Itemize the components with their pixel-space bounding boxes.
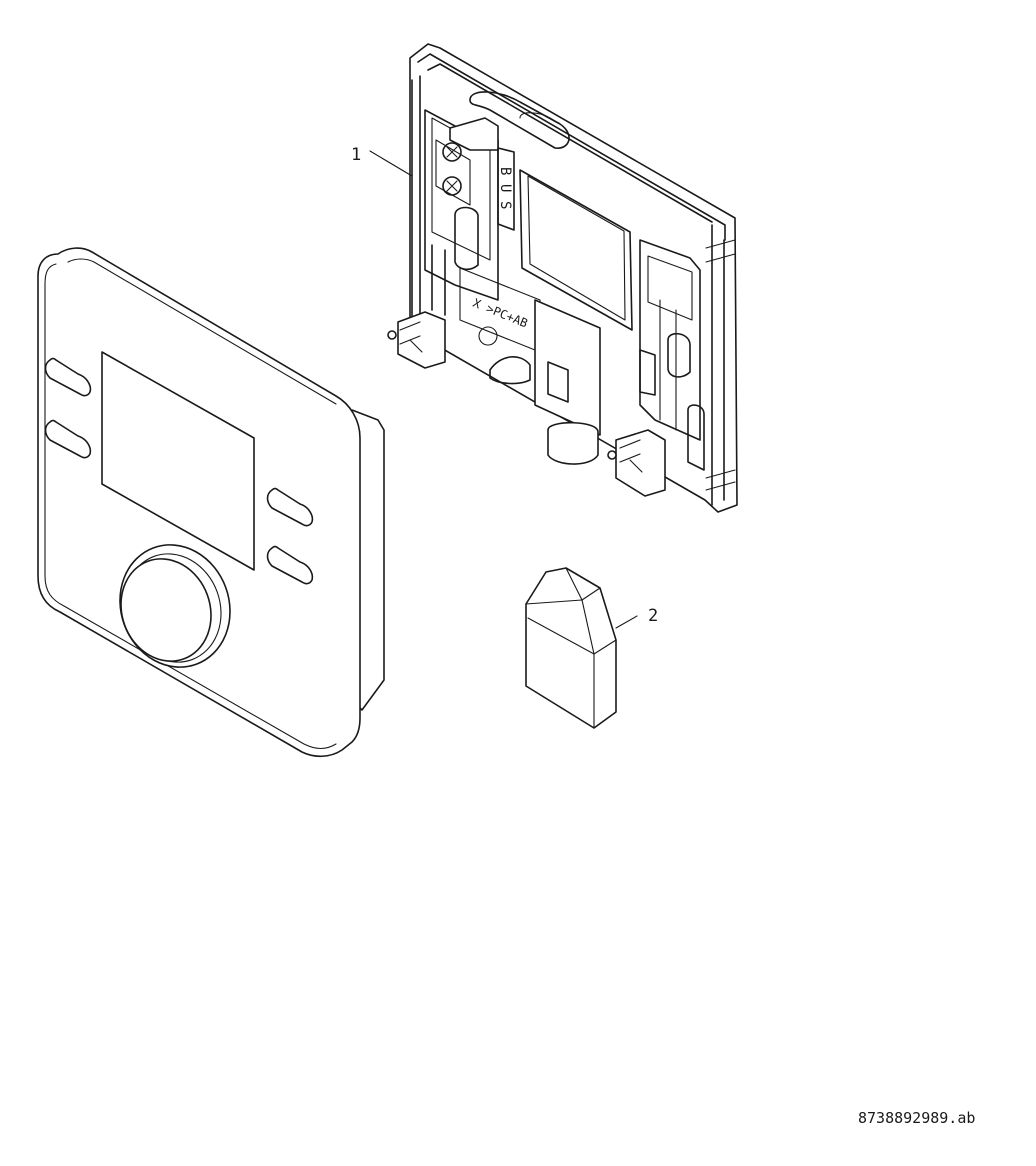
- bus-label-s: S: [497, 201, 513, 209]
- callout-2: 2: [615, 606, 658, 629]
- drawing-number: 8738892989.ab: [858, 1109, 975, 1127]
- callout-1-label: 1: [351, 145, 361, 165]
- button-right-top[interactable]: [266, 487, 314, 527]
- selector-knob[interactable]: [103, 529, 247, 682]
- wall-mounting-base: B U S X >PC+AB: [387, 43, 738, 513]
- button-left-bottom[interactable]: [44, 419, 92, 459]
- bus-label-b: B: [497, 167, 513, 175]
- button-left-top[interactable]: [44, 357, 92, 397]
- callout-1-leader: [369, 150, 413, 177]
- display-screen: [101, 351, 255, 571]
- controller-unit: [37, 247, 385, 758]
- callout-2-leader: [615, 615, 638, 629]
- button-right-bottom[interactable]: [266, 545, 314, 585]
- bus-label-u: U: [497, 184, 513, 192]
- cover-cap: [525, 567, 617, 729]
- callout-2-label: 2: [648, 606, 658, 626]
- callout-1: 1: [351, 145, 413, 177]
